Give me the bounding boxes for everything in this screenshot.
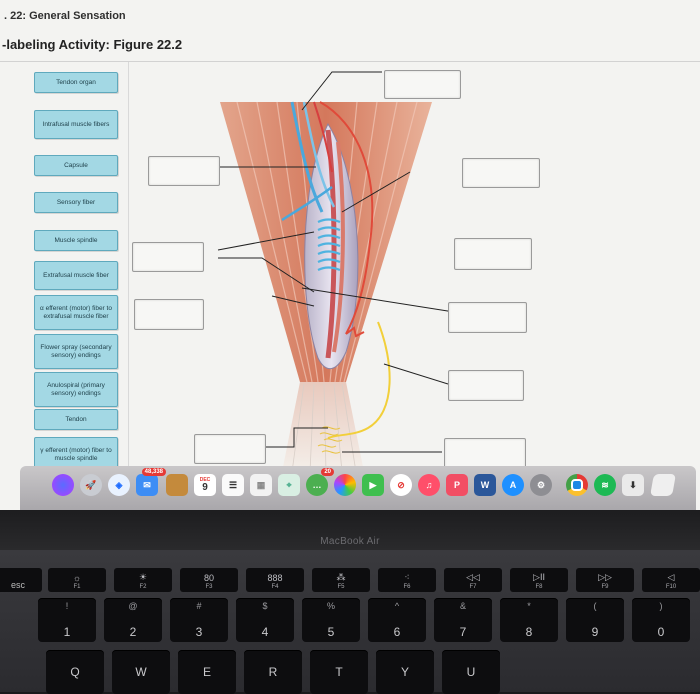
anulospiral-coils — [317, 218, 341, 272]
tendon-organ — [317, 426, 343, 454]
system-preferences-icon[interactable]: ⚙ — [530, 474, 552, 496]
drop-target-8[interactable] — [448, 370, 524, 401]
drop-target-4[interactable] — [132, 242, 204, 272]
key-6[interactable]: ^6 — [368, 598, 426, 642]
key-esc[interactable]: esc — [0, 568, 42, 592]
key-7[interactable]: &7 — [434, 598, 492, 642]
key-1[interactable]: !1 — [38, 598, 96, 642]
chrome-icon[interactable] — [566, 474, 588, 496]
calendar-icon[interactable]: DEC 9 — [194, 474, 216, 496]
label-bank: Tendon organ Intrafusal muscle fibers Ca… — [26, 62, 129, 472]
safari-icon[interactable]: ◈ — [108, 474, 130, 496]
key-5[interactable]: %5 — [302, 598, 360, 642]
key-q[interactable]: Q — [46, 650, 104, 694]
browser-screen: . 22: General Sensation -labeling Activi… — [0, 0, 700, 510]
capsule-shape — [304, 122, 359, 369]
key-f2[interactable]: ☀F2 — [114, 568, 172, 592]
mac-dock: 🚀 ◈ 48,338✉ DEC 9 ☰ ▦ ⌖ 20… ▶ ⊘ ♫ P W A … — [20, 466, 696, 510]
word-icon[interactable]: W — [474, 474, 496, 496]
key-8[interactable]: *8 — [500, 598, 558, 642]
drop-target-7[interactable] — [448, 302, 527, 333]
key-w[interactable]: W — [112, 650, 170, 694]
label-chip-anulospiral[interactable]: Anulospiral (primary sensory) endings — [34, 372, 118, 407]
drop-target-10[interactable] — [444, 438, 526, 470]
spotify-icon[interactable]: ≋ — [594, 474, 616, 496]
photos-icon[interactable] — [334, 474, 356, 496]
key-e[interactable]: E — [178, 650, 236, 694]
leader-lines — [217, 71, 455, 453]
muscle-spindle-illustration — [217, 71, 455, 473]
laptop-bezel: MacBook Air — [0, 510, 700, 550]
key-r[interactable]: R — [244, 650, 302, 694]
label-chip-tendon-organ[interactable]: Tendon organ — [34, 72, 118, 93]
figure-22-2 — [132, 62, 552, 473]
launchpad-icon[interactable]: 🚀 — [80, 474, 102, 496]
mail-icon[interactable]: 48,338✉ — [136, 468, 166, 496]
key-f1[interactable]: ☼F1 — [48, 568, 106, 592]
drop-target-1[interactable] — [384, 70, 461, 99]
news-icon[interactable]: ⊘ — [390, 474, 412, 496]
key-f9[interactable]: ▷▷F9 — [576, 568, 634, 592]
contacts-icon[interactable] — [166, 474, 188, 496]
drop-target-6[interactable] — [134, 299, 204, 330]
drop-target-2[interactable] — [148, 156, 220, 186]
trash-icon[interactable] — [650, 474, 676, 496]
mail-badge: 48,338 — [141, 468, 166, 476]
label-chip-capsule[interactable]: Capsule — [34, 155, 118, 176]
label-chip-alpha-efferent[interactable]: α efferent (motor) fiber to extrafusal m… — [34, 295, 118, 330]
installer-icon[interactable]: ⬇ — [622, 474, 644, 496]
key-u[interactable]: U — [442, 650, 500, 694]
facetime-icon[interactable]: ▶ — [362, 474, 384, 496]
drop-target-9[interactable] — [194, 434, 266, 464]
key-y[interactable]: Y — [376, 650, 434, 694]
drop-target-5[interactable] — [454, 238, 532, 270]
drop-target-3[interactable] — [462, 158, 540, 188]
key-2[interactable]: @2 — [104, 598, 162, 642]
maps-icon[interactable]: ⌖ — [278, 474, 300, 496]
messages-icon[interactable]: 20… — [306, 468, 334, 496]
key-f5[interactable]: ⁂F5 — [312, 568, 370, 592]
music-icon[interactable]: ♫ — [418, 474, 440, 496]
key-0[interactable]: )0 — [632, 598, 690, 642]
key-f7[interactable]: ◁◁F7 — [444, 568, 502, 592]
model-label: MacBook Air — [320, 536, 380, 547]
key-9[interactable]: (9 — [566, 598, 624, 642]
powerpoint-icon[interactable]: P — [446, 474, 468, 496]
label-chip-sensory-fiber[interactable]: Sensory fiber — [34, 192, 118, 213]
label-chip-flower-spray[interactable]: Flower spray (secondary sensory) endings — [34, 334, 118, 369]
label-chip-extrafusal-fiber[interactable]: Extrafusal muscle fiber — [34, 261, 118, 290]
siri-icon[interactable] — [52, 474, 74, 496]
key-t[interactable]: T — [310, 650, 368, 694]
key-4[interactable]: $4 — [236, 598, 294, 642]
notes-icon[interactable]: ▦ — [250, 474, 272, 496]
key-f6[interactable]: ⁖F6 — [378, 568, 436, 592]
key-f10[interactable]: ◁F10 — [642, 568, 700, 592]
label-chip-muscle-spindle[interactable]: Muscle spindle — [34, 230, 118, 251]
label-chip-intrafusal-fibers[interactable]: Intrafusal muscle fibers — [34, 110, 118, 139]
chapter-breadcrumb[interactable]: . 22: General Sensation — [4, 10, 126, 22]
messages-badge: 20 — [321, 468, 334, 476]
reminders-icon[interactable]: ☰ — [222, 474, 244, 496]
key-3[interactable]: #3 — [170, 598, 228, 642]
header-divider — [0, 61, 700, 62]
app-store-icon[interactable]: A — [502, 474, 524, 496]
label-chip-tendon[interactable]: Tendon — [34, 409, 118, 430]
activity-title: -labeling Activity: Figure 22.2 — [2, 37, 183, 52]
